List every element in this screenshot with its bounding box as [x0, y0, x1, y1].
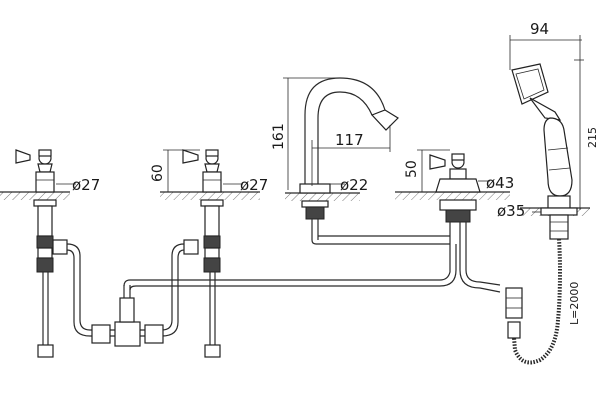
valve-left: [15, 149, 68, 358]
diverter-diameter-label: ø43: [486, 174, 514, 192]
diverter-height-label: 50: [404, 160, 420, 178]
spout-reach-label: 117: [335, 131, 364, 149]
valve-middle: [182, 149, 224, 358]
hose-length-label: L=2000: [568, 282, 581, 325]
valve-middle-height-label: 60: [150, 164, 166, 182]
handshower-base-diameter-label: ø35: [497, 202, 525, 220]
diverter: [429, 153, 501, 293]
handshower-height-label: 215: [586, 127, 599, 148]
hand-shower: [505, 63, 578, 365]
supply-pipes: [66, 243, 457, 347]
spout-height-label: 161: [271, 123, 287, 150]
dimension-lines: [56, 35, 584, 213]
spout-diameter-label: ø22: [340, 176, 368, 194]
spout: [299, 77, 450, 245]
handshower-width-label: 94: [530, 20, 549, 38]
valve-left-diameter-label: ø27: [72, 176, 100, 194]
valve-middle-diameter-label: ø27: [240, 176, 268, 194]
